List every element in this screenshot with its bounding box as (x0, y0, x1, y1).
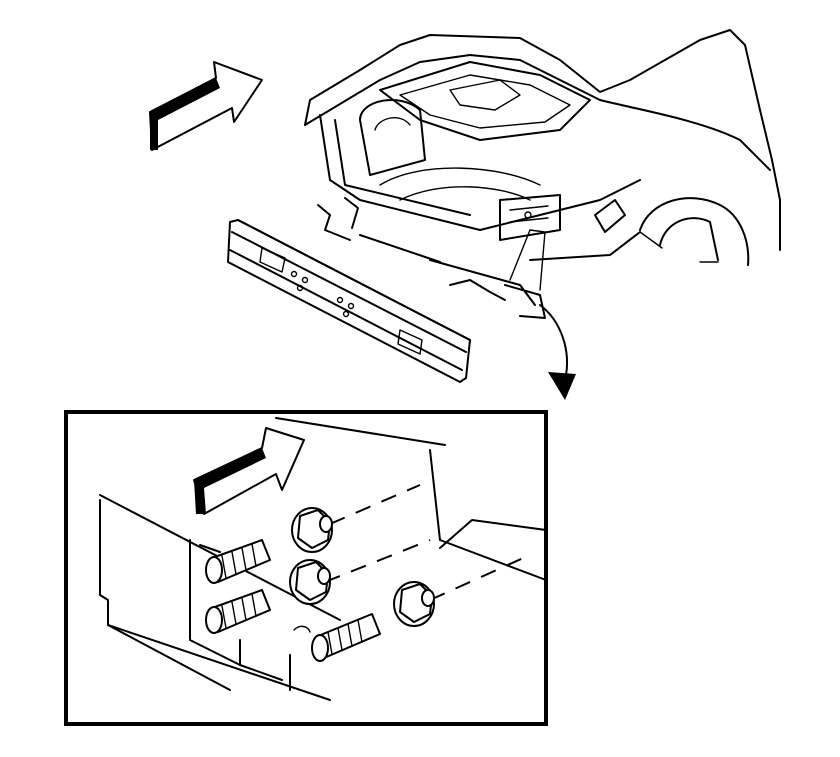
detail-callout-arrow-icon (539, 304, 576, 400)
forward-direction-arrow-top-icon (149, 61, 263, 151)
forward-direction-arrow-inset-icon (193, 427, 305, 515)
flange-nut-lower-icon (393, 581, 435, 627)
vehicle-front-body (304, 29, 781, 319)
impact-bar (227, 219, 471, 383)
stud-upper-icon (205, 539, 271, 584)
flange-nut-upper-icon (291, 507, 333, 553)
stud-lower-icon (293, 613, 381, 662)
detail-inset (64, 410, 548, 726)
flange-nut-middle-icon (289, 559, 331, 605)
stud-middle-icon (205, 589, 271, 634)
